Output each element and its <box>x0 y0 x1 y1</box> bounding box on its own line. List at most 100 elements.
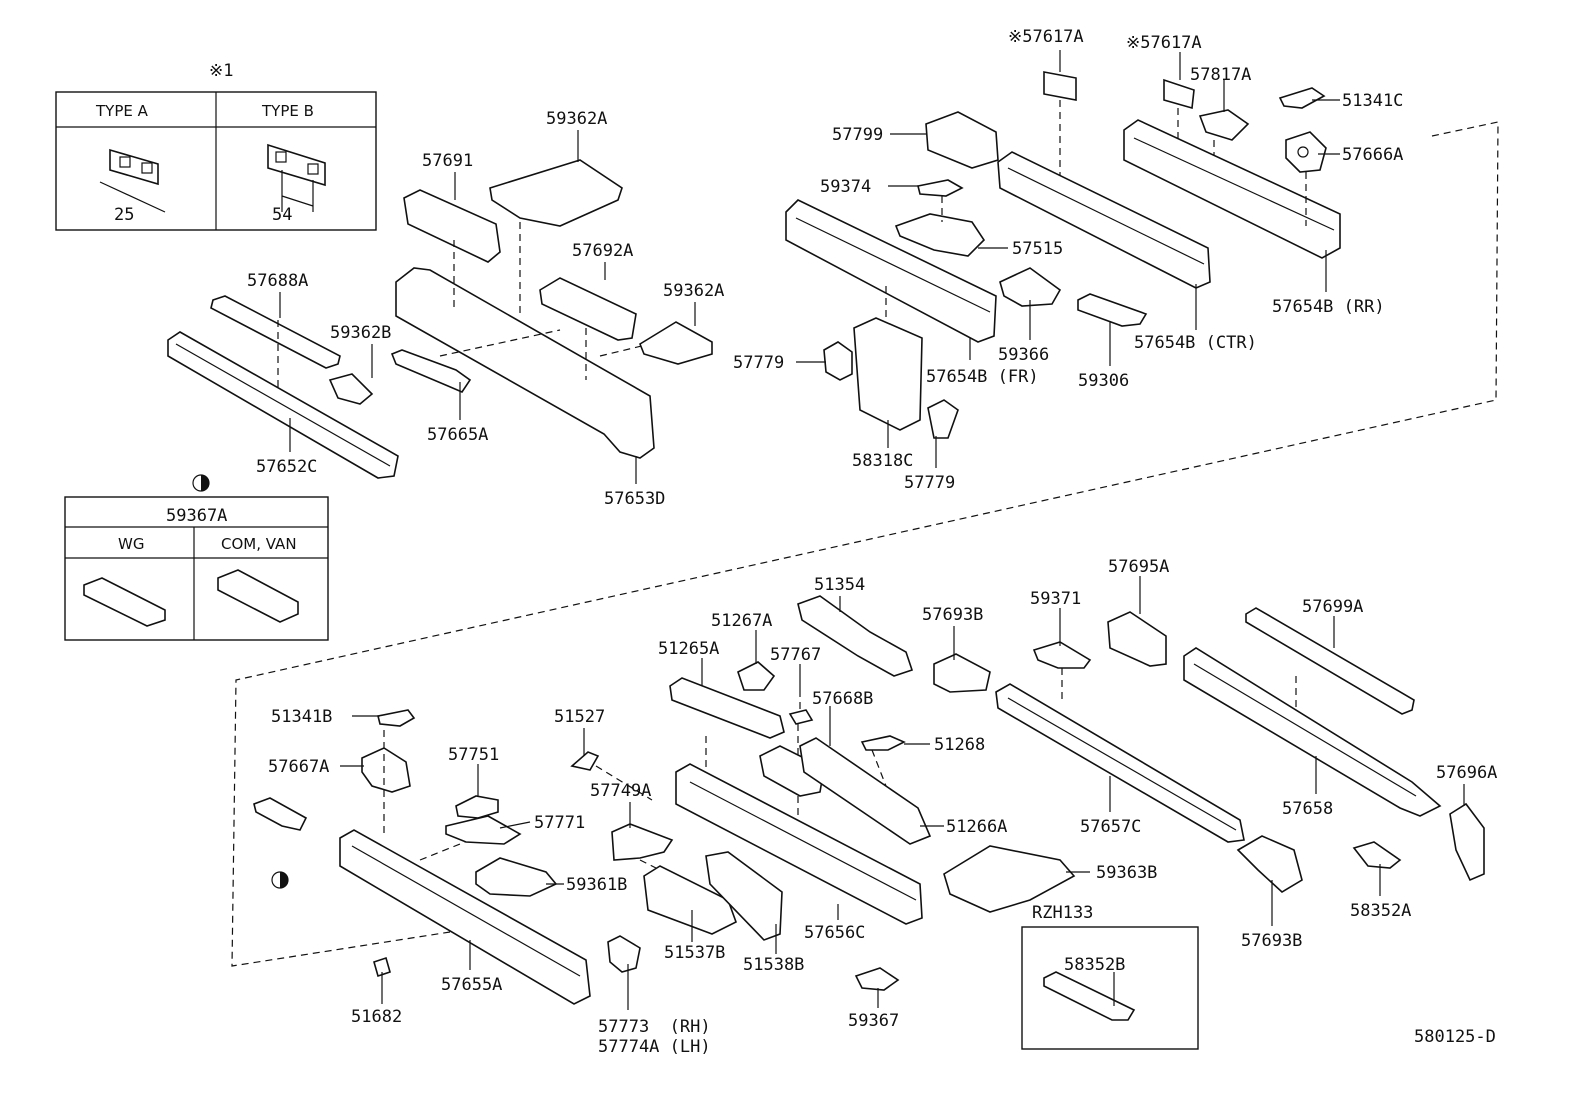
part-57617A-a <box>1043 71 1077 101</box>
label-51268: 51268 <box>934 735 985 755</box>
label-59363B: 59363B <box>1096 863 1157 883</box>
part-57771 <box>445 815 522 845</box>
leader-lines <box>279 50 1465 1010</box>
label-57693B-bot: 57693B <box>1241 931 1302 951</box>
part-57692A <box>539 277 637 341</box>
part-57693B-top <box>933 653 991 693</box>
label-57688A: 57688A <box>247 271 308 291</box>
label-59361B: 59361B <box>566 875 627 895</box>
label-57654B-RR: 57654B (RR) <box>1272 297 1385 317</box>
part-57665A <box>390 349 472 393</box>
part-left-clip <box>253 797 308 831</box>
rzh133-title: RZH133 <box>1032 903 1093 923</box>
label-57654B-CTR: 57654B (CTR) <box>1134 333 1257 353</box>
rzh133-box: RZH133 58352B <box>1021 903 1199 1050</box>
label-51341C: 51341C <box>1342 91 1403 111</box>
label-58318C: 58318C <box>852 451 913 471</box>
label-57656C: 57656C <box>804 923 865 943</box>
part-57688A <box>210 295 341 369</box>
part-51538B <box>705 851 783 941</box>
part-51341C <box>1278 87 1326 109</box>
part-59306 <box>1077 293 1148 327</box>
part-57668B <box>759 745 825 797</box>
label-57771: 57771 <box>534 813 585 833</box>
label-57691: 57691 <box>422 151 473 171</box>
type-b-header: TYPE B <box>261 102 314 120</box>
wg-plate-icon <box>83 577 166 627</box>
label-57774A: 57774A (LH) <box>598 1037 711 1057</box>
part-57691 <box>403 189 501 263</box>
label-57696A: 57696A <box>1436 763 1497 783</box>
part-57799 <box>925 111 999 169</box>
part-57515 <box>894 213 986 257</box>
van-plate-icon <box>217 569 299 623</box>
label-57667A: 57667A <box>268 757 329 777</box>
part-57654B-FR <box>785 199 997 343</box>
label-51265A: 51265A <box>658 639 719 659</box>
group-outline <box>231 121 1499 967</box>
part-57693B-bot <box>1236 835 1303 893</box>
part-51268 <box>860 735 906 751</box>
part-51341B <box>377 709 416 727</box>
note-mark: ※1 <box>209 61 233 81</box>
label-57767: 57767 <box>770 645 821 665</box>
part-57617A-b <box>1163 78 1195 110</box>
label-57665A: 57665A <box>427 425 488 445</box>
part-57779-a <box>823 341 853 381</box>
label-59374: 59374 <box>820 177 871 197</box>
part-51354 <box>797 595 914 677</box>
label-51354: 51354 <box>814 575 865 595</box>
label-57617A-b: ※57617A <box>1126 33 1202 53</box>
part-51267A <box>737 661 776 691</box>
label-57652C: 57652C <box>256 457 317 477</box>
half-circle-icon <box>192 474 210 492</box>
label-57779-b: 57779 <box>904 473 955 493</box>
type-b-plate-icon <box>267 143 326 212</box>
part-59366 <box>999 267 1062 307</box>
part-59363B <box>943 845 1076 913</box>
type-a-header: TYPE A <box>95 102 149 120</box>
label-58352A: 58352A <box>1350 901 1411 921</box>
label-59362A-top: 59362A <box>546 109 607 129</box>
label-57692A: 57692A <box>572 241 633 261</box>
variant-van-header: COM, VAN <box>221 535 297 553</box>
type-b-dimension: 54 <box>272 205 292 225</box>
label-58352B: 58352B <box>1064 955 1125 975</box>
label-57617A-a: ※57617A <box>1008 27 1084 47</box>
label-57779-a: 57779 <box>733 353 784 373</box>
variant-table-part: 59367A <box>166 506 227 526</box>
diagram-code: 580125-D <box>1414 1027 1496 1047</box>
part-57817A <box>1198 109 1250 141</box>
label-57658: 57658 <box>1282 799 1333 819</box>
part-51265A <box>669 677 785 739</box>
part-59362A-top <box>489 159 623 227</box>
type-a-dimension: 25 <box>114 205 134 225</box>
label-59371: 59371 <box>1030 589 1081 609</box>
label-51538B: 51538B <box>743 955 804 975</box>
label-51537B: 51537B <box>664 943 725 963</box>
label-51267A: 51267A <box>711 611 772 631</box>
label-57666A: 57666A <box>1342 145 1403 165</box>
label-57699A: 57699A <box>1302 597 1363 617</box>
label-59362B: 59362B <box>330 323 391 343</box>
part-57658 <box>1183 647 1442 817</box>
label-59306: 59306 <box>1078 371 1129 391</box>
label-57817A: 57817A <box>1190 65 1251 85</box>
part-57767 <box>788 709 814 725</box>
label-57653D: 57653D <box>604 489 665 509</box>
part-57653D <box>395 267 655 459</box>
label-57657C: 57657C <box>1080 817 1141 837</box>
part-59362B <box>328 373 374 405</box>
part-51537B <box>643 865 737 935</box>
part-57696A <box>1449 802 1485 882</box>
variant-table: 59367A WG COM, VAN <box>64 496 329 641</box>
part-57749A <box>611 823 674 861</box>
label-57695A: 57695A <box>1108 557 1169 577</box>
label-59366: 59366 <box>998 345 1049 365</box>
part-58352B <box>1043 971 1136 1021</box>
label-57654B-FR: 57654B (FR) <box>926 367 1039 387</box>
part-51266A <box>799 737 932 845</box>
label-51527: 51527 <box>554 707 605 727</box>
part-57656C <box>675 763 923 925</box>
